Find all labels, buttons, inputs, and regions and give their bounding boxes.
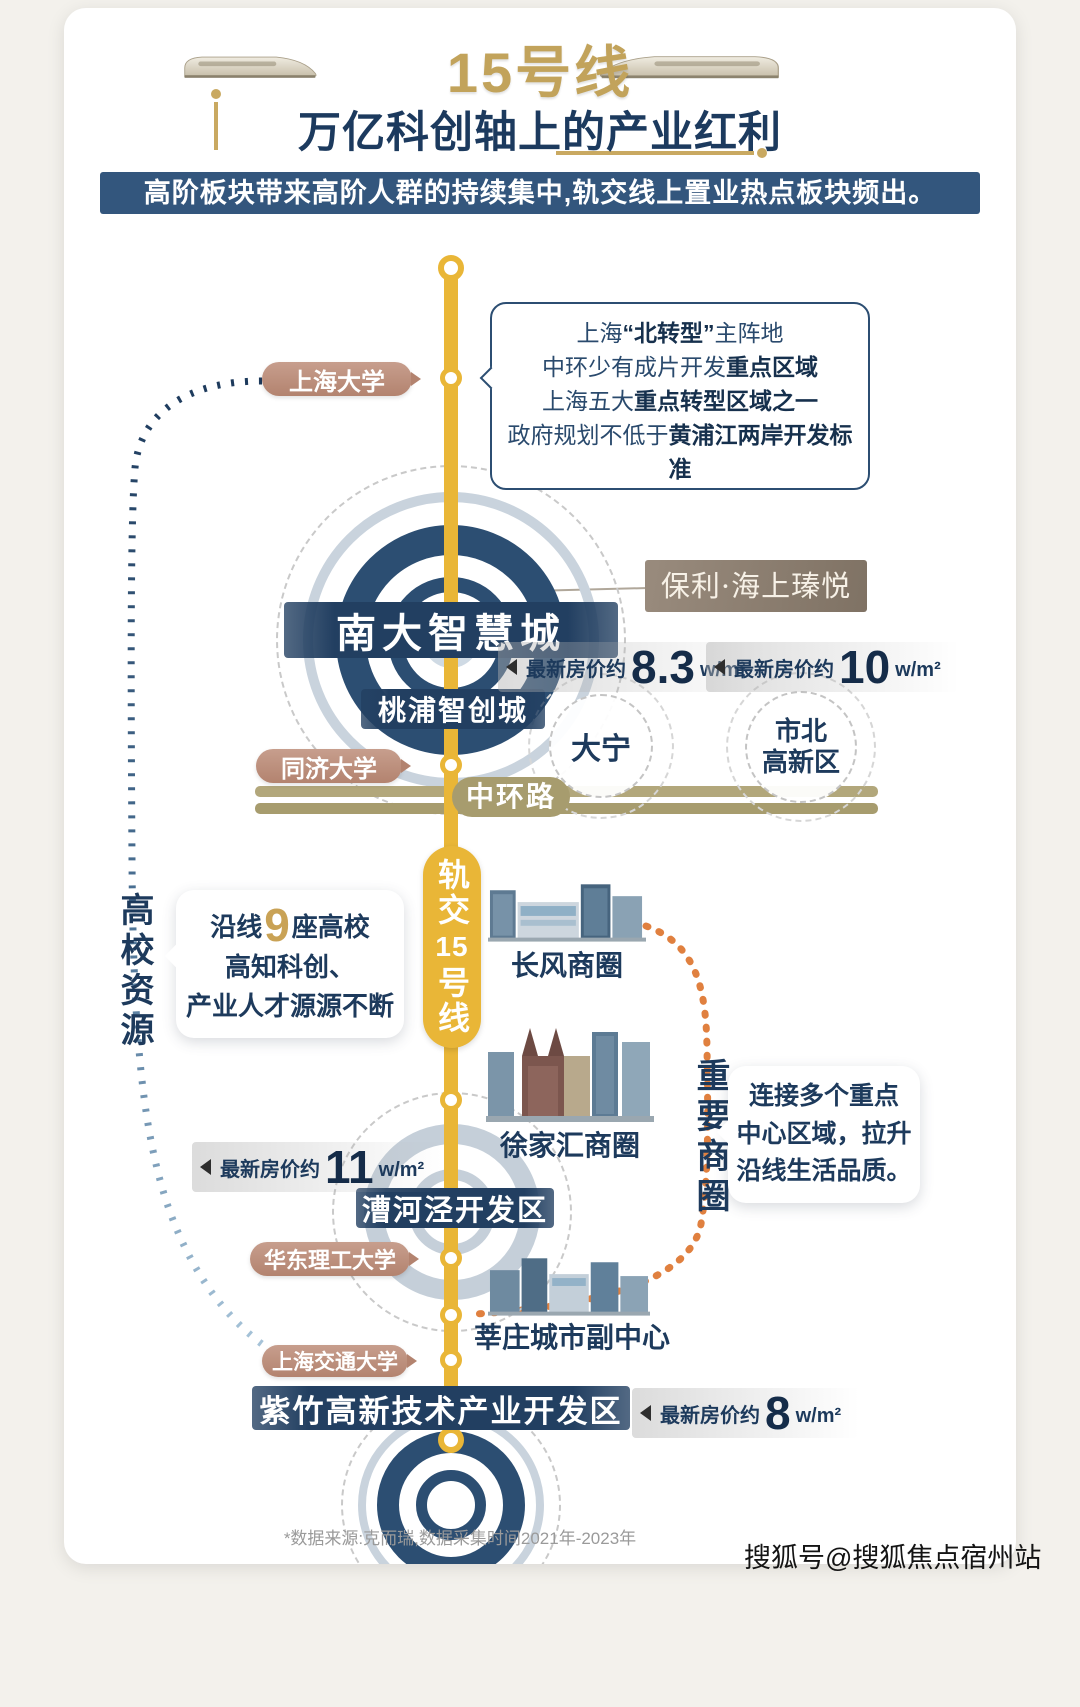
price-value: 8.3 bbox=[631, 641, 695, 693]
area-circle-daning: 大宁 bbox=[549, 694, 653, 798]
watermark: 搜狐号@搜狐焦点宿州站 bbox=[744, 1543, 1042, 1573]
metro-station-dot bbox=[440, 1304, 462, 1326]
info-text-bold: 重点区域 bbox=[726, 354, 818, 380]
station-label: 同济大学 bbox=[281, 755, 377, 783]
info-text: 政府规划不低于 bbox=[507, 422, 669, 448]
info-line: 上海五大重点转型区域之一 bbox=[498, 382, 862, 416]
info-text-bold: 重点转型区域之一 bbox=[634, 388, 818, 414]
price-unit: w/m² bbox=[378, 1159, 425, 1181]
metro-station-dot bbox=[440, 367, 462, 389]
metro-terminus-dot bbox=[438, 255, 464, 281]
price-value: 8 bbox=[765, 1387, 791, 1439]
bubble-line: 连接多个重点 bbox=[748, 1082, 899, 1110]
metro-station-dot bbox=[440, 1247, 462, 1269]
price-tag-zizhu: 最新房价约 8 w/m² bbox=[632, 1387, 860, 1439]
station-pill-shanghai-university: 上海大学 bbox=[262, 362, 421, 396]
info-text: 中环少有成片开发 bbox=[542, 354, 726, 380]
info-line: 政府规划不低于黄浦江两岸开发标准 bbox=[498, 416, 862, 484]
stage: 15号线 万亿科创轴上的产业红利 高阶板块带来高阶人群的持续集中,轨交线上置业热… bbox=[64, 8, 1016, 1564]
bubble-line: 中心区域，拉升 bbox=[736, 1119, 912, 1148]
train-icon bbox=[598, 52, 782, 87]
left-triangle-icon bbox=[640, 1405, 651, 1421]
train-icon bbox=[182, 52, 318, 87]
page-subtitle: 万亿科创轴上的产业红利 bbox=[298, 109, 782, 157]
area-circle-outer bbox=[726, 672, 876, 822]
price-unit: w/m² bbox=[795, 1405, 842, 1427]
area-label: 大宁 bbox=[571, 733, 631, 766]
area-circle-shibei: 市北 高新区 bbox=[745, 691, 857, 803]
price-prefix: 最新房价约 bbox=[660, 1405, 760, 1427]
infographic-card: 15号线 万亿科创轴上的产业红利 高阶板块带来高阶人群的持续集中,轨交线上置业热… bbox=[64, 8, 1016, 1564]
district-banner-caohejing: 漕河泾开发区 bbox=[356, 1188, 554, 1228]
subtitle-accent-bar bbox=[211, 89, 221, 150]
info-line: 中环少有成片开发重点区域 bbox=[498, 348, 862, 382]
changfeng-skyline-image bbox=[488, 876, 646, 947]
universities-callout-bubble: 沿线9座高校 高知科创、 产业人才源源不断 bbox=[176, 890, 404, 1038]
info-text: 上海五大 bbox=[542, 388, 634, 414]
page-title: 15号线 bbox=[446, 41, 634, 104]
line-pill-text: 号线 bbox=[434, 966, 470, 1036]
bubble-big-number: 9 bbox=[264, 899, 290, 951]
district-banner-taopu: 桃浦智创城 bbox=[361, 689, 545, 729]
metro-station-dot bbox=[440, 754, 462, 776]
price-prefix: 最新房价约 bbox=[220, 1159, 320, 1181]
bubble-line: 高知科创、 bbox=[224, 952, 355, 982]
price-prefix: 最新房价约 bbox=[734, 659, 834, 681]
bullseye-ring bbox=[416, 1470, 486, 1540]
university-dotted-line bbox=[127, 377, 294, 1367]
station-pill-jiaotong-university: 上海交通大学 bbox=[262, 1345, 417, 1377]
price-value: 11 bbox=[325, 1141, 374, 1193]
bubble-line: 产业人才源源不断 bbox=[185, 991, 394, 1021]
business-label-changfeng: 长风商圈 bbox=[510, 950, 623, 981]
station-label: 上海大学 bbox=[289, 368, 385, 396]
line-pill-number: 15 bbox=[435, 931, 469, 962]
left-triangle-icon bbox=[506, 659, 517, 675]
brand-label: 保利·海上瑧悦 bbox=[645, 560, 867, 612]
left-triangle-icon bbox=[714, 659, 725, 675]
xujiahui-skyline-image bbox=[486, 1026, 654, 1127]
subtitle-accent-line bbox=[556, 148, 767, 158]
xinzhuang-skyline-image bbox=[488, 1250, 650, 1321]
business-callout-bubble: 连接多个重点 中心区域，拉升 沿线生活品质。 bbox=[728, 1066, 920, 1203]
line-15-pill: 轨交 15 号线 bbox=[423, 846, 481, 1048]
bubble-text: 座高校 bbox=[291, 912, 370, 942]
info-text-bold: “北转型” bbox=[622, 320, 715, 346]
north-transform-info-box: 上海“北转型”主阵地 中环少有成片开发重点区域 上海五大重点转型区域之一 政府规… bbox=[490, 302, 870, 490]
price-unit: w/m² bbox=[895, 659, 941, 681]
price-tag-caohejing: 最新房价约 11 w/m² bbox=[192, 1141, 443, 1193]
info-line: 上海“北转型”主阵地 bbox=[498, 314, 862, 348]
price-prefix: 最新房价约 bbox=[526, 659, 626, 681]
area-label: 高新区 bbox=[761, 747, 840, 777]
area-label: 市北 bbox=[774, 715, 827, 746]
station-pill-tongji-university: 同济大学 bbox=[256, 749, 411, 783]
left-axis-label-universities: 高校资源 bbox=[115, 892, 153, 1052]
metro-station-dot bbox=[440, 1349, 462, 1371]
line-pill-text: 轨交 bbox=[434, 858, 470, 928]
bubble-text: 沿线 bbox=[210, 912, 263, 942]
info-text-bold: 黄浦江两岸开发标准 bbox=[668, 422, 853, 482]
bubble-line: 沿线9座高校 bbox=[184, 902, 396, 948]
station-label: 华东理工大学 bbox=[263, 1248, 396, 1273]
data-source-note: *数据来源:克而瑞,数据采集时间2021年-2023年 bbox=[283, 1529, 637, 1548]
station-label: 上海交通大学 bbox=[272, 1351, 398, 1374]
ring-road-label: 中环路 bbox=[452, 777, 570, 817]
district-banner-nanda: 南大智慧城 bbox=[284, 602, 618, 658]
bubble-line: 沿线生活品质。 bbox=[736, 1157, 912, 1185]
metro-station-dot bbox=[440, 1089, 462, 1111]
station-pill-ecust: 华东理工大学 bbox=[250, 1242, 419, 1276]
intro-banner: 高阶板块带来高阶人群的持续集中,轨交线上置业热点板块频出。 bbox=[100, 172, 980, 214]
metro-terminus-dot bbox=[438, 1427, 464, 1453]
business-label-xinzhuang: 莘庄城市副中心 bbox=[473, 1322, 670, 1353]
area-circle-outer bbox=[528, 673, 674, 819]
business-label-xujiahui: 徐家汇商圈 bbox=[499, 1130, 640, 1161]
info-text: 主阵地 bbox=[714, 320, 784, 346]
price-value: 10 bbox=[839, 641, 891, 693]
price-tag-shibei: 最新房价约 10 w/m² bbox=[706, 642, 959, 692]
info-text: 上海 bbox=[576, 320, 623, 346]
left-triangle-icon bbox=[200, 1159, 211, 1175]
district-banner-zizhu: 紫竹高新技术产业开发区 bbox=[252, 1386, 630, 1430]
